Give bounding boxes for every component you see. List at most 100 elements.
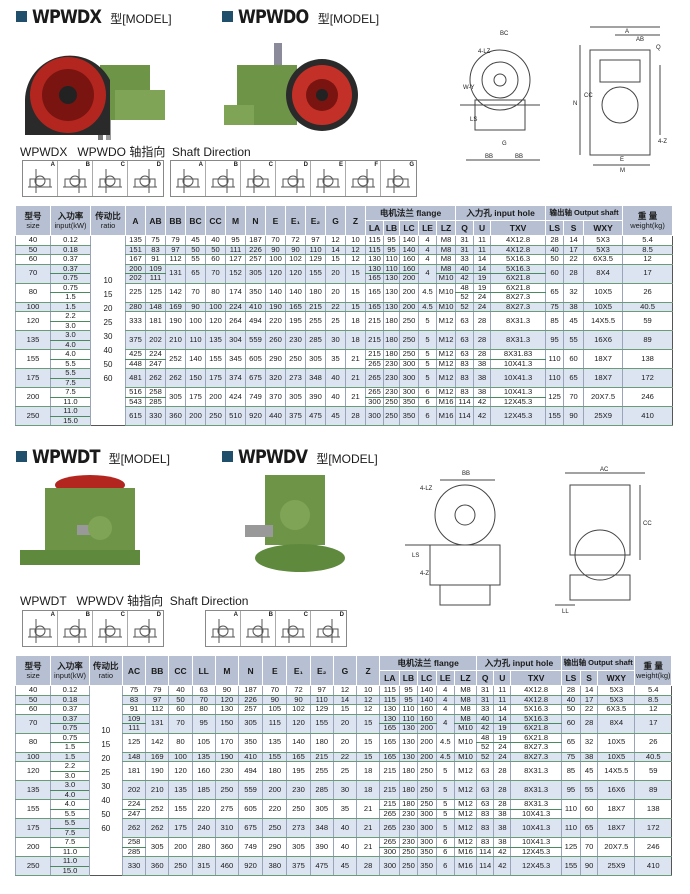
cell-value: 460: [214, 856, 239, 876]
ratio-value: 20: [101, 754, 111, 763]
cell-value: 19: [473, 283, 491, 293]
cell-value: 115: [262, 714, 287, 734]
cell-value: 6X21.8: [490, 273, 546, 284]
cell-value: 85: [560, 761, 581, 781]
ratio-value: 10: [101, 726, 111, 735]
cell-value: 40: [205, 235, 226, 246]
cell-value: 14: [493, 704, 511, 715]
cell-value: 5: [418, 359, 437, 369]
header-sub: LB: [383, 220, 400, 236]
ratio-value: 50: [103, 360, 113, 369]
cell-value: 12: [325, 235, 346, 246]
cell-value: 151: [125, 245, 146, 255]
cell-value: 100: [205, 302, 226, 312]
cell-value: 25X9: [583, 406, 623, 426]
cell-value: 165: [286, 752, 311, 762]
cell-value: 15: [345, 283, 366, 303]
cell-value: 262: [145, 818, 169, 838]
cell-value: 280: [125, 302, 146, 312]
cell-value: 35: [325, 349, 346, 369]
cell-value: 4: [418, 264, 437, 284]
cell-value: 605: [237, 799, 263, 819]
cell-value: 220: [262, 799, 287, 819]
cell-value: 273: [286, 818, 311, 838]
cell-value: 16X6: [597, 780, 635, 800]
header-dim: G: [332, 655, 358, 686]
cell-value: 135: [191, 752, 216, 762]
cell-value: 89: [634, 780, 672, 800]
cell-value: 169: [165, 302, 186, 312]
cell-value: 155: [205, 349, 226, 369]
dim-label: 4-Z: [420, 571, 429, 577]
cell-value: 90: [214, 685, 239, 696]
cell-value: 410: [245, 302, 266, 312]
cell-value: 31: [476, 685, 494, 696]
cell-value: 45: [563, 311, 584, 331]
cell-value: 63: [476, 780, 494, 800]
shaft-diagram-icon: [133, 169, 157, 193]
cell-value: 15: [325, 254, 346, 265]
header-flange: 电机法兰 flange: [364, 205, 457, 221]
cell-value: 97: [145, 695, 169, 705]
shaft-diagram-icon: [351, 169, 375, 193]
cell-value: 55: [580, 780, 598, 800]
cell-value: 8X31.3: [490, 311, 546, 331]
table-row: 7.5: [16, 828, 672, 838]
cell-value: 83: [476, 837, 494, 848]
cell-value: 300: [416, 809, 437, 819]
table-row: 3.0: [16, 771, 672, 781]
cell-value: 250: [205, 406, 226, 426]
cell-value: 180: [383, 349, 400, 360]
cell-value: 181: [145, 311, 166, 331]
cell-input: 1.5: [50, 752, 90, 762]
cell-value: 90: [185, 302, 206, 312]
cell-value: 8X4: [583, 264, 623, 284]
cell-value: 6X21.8: [490, 283, 546, 293]
cell-value: M12: [435, 359, 456, 369]
cell-value: 28: [345, 406, 366, 426]
cell-value: 305: [165, 387, 186, 407]
cell-value: 20X7.5: [583, 387, 623, 407]
cell-value: 200: [399, 273, 419, 284]
cell-value: 83: [455, 387, 474, 398]
cell-value: 38: [563, 302, 584, 312]
shaft-direction-option-c: C: [93, 161, 128, 196]
cell-value: 200: [168, 837, 193, 857]
cell-value: 215: [365, 330, 384, 350]
cell-size: 155: [14, 799, 51, 819]
cell-value: 250: [416, 761, 437, 781]
cell-value: 109: [121, 714, 146, 724]
header-dim: E: [265, 205, 286, 236]
shaft-direction-option-a: A: [206, 611, 241, 646]
cell-value: 250: [383, 406, 400, 426]
cell-value: 40.5: [622, 302, 673, 312]
cell-value: 111: [145, 273, 166, 284]
cell-value: 257: [245, 254, 266, 265]
cell-input: 3.0: [50, 780, 90, 791]
dim-label: LS: [412, 553, 419, 559]
cell-value: 615: [125, 406, 146, 426]
cell-value: 305: [286, 837, 311, 857]
cell-value: 12X45.3: [510, 847, 562, 857]
cell-value: 250: [286, 799, 311, 819]
cell-value: 6X3.5: [583, 254, 623, 265]
cell-value: 42: [473, 397, 491, 407]
option-letter: A: [198, 162, 203, 168]
shaft-diagram-icon: [281, 619, 305, 643]
cell-value: 115: [365, 245, 384, 255]
cell-value: 8X4: [597, 714, 635, 734]
cell-value: M12: [453, 780, 477, 800]
bullet-square-icon: [222, 451, 233, 462]
cell-value: 102: [285, 254, 306, 265]
cell-value: 258: [121, 837, 146, 848]
header-dim: Z: [356, 655, 381, 686]
cell-value: 4: [418, 245, 437, 255]
cell-value: 190: [165, 311, 186, 331]
wpwdt-dimension-drawing: BB 4-LZ LS 4-Z AC CC LL: [405, 467, 652, 615]
cell-value: 110: [545, 349, 564, 369]
option-letter: G: [409, 162, 414, 168]
